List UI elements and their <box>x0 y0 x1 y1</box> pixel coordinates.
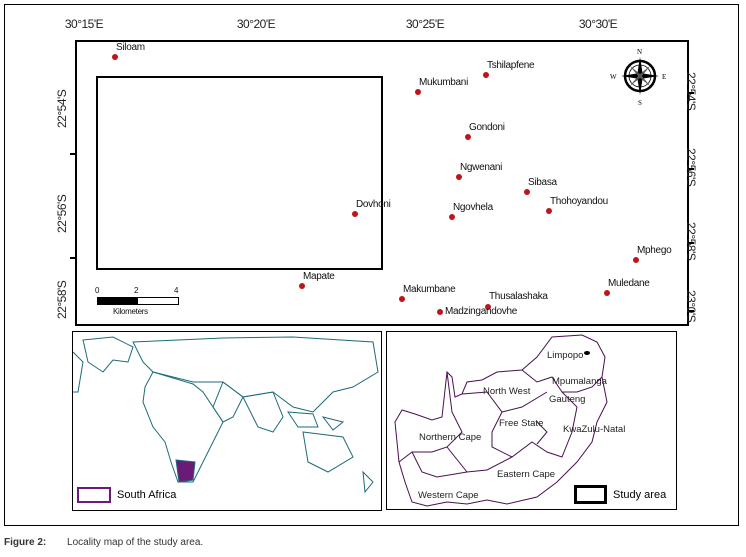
south-africa-inset: Limpopo Mpumalanga North West Gauteng Fr… <box>386 331 677 510</box>
lon-label: 30°25'E <box>405 17 445 31</box>
province-label: Gauteng <box>549 394 586 405</box>
tick <box>689 310 694 312</box>
compass-w: W <box>610 73 617 81</box>
world-map-inset: South Africa <box>72 331 382 511</box>
province-label: Northern Cape <box>419 432 482 443</box>
scale-tick: 2 <box>134 286 139 295</box>
tick <box>689 168 694 170</box>
legend-swatch-study-area <box>574 485 607 504</box>
place-marker <box>399 296 405 302</box>
main-map <box>75 40 689 326</box>
compass-rose-icon: N S E W <box>610 48 666 107</box>
province-label: Limpopo <box>547 350 584 361</box>
province-label: Free State <box>499 418 544 429</box>
place-label: Ngovhela <box>453 202 493 213</box>
province-label: Eastern Cape <box>497 469 556 480</box>
province-label: Mpumalanga <box>552 376 607 387</box>
place-marker <box>299 283 305 289</box>
world-map-shapes <box>73 336 379 494</box>
tick <box>70 153 75 155</box>
lon-label: 30°15'E <box>64 17 104 31</box>
place-marker <box>483 72 489 78</box>
place-marker <box>524 189 530 195</box>
place-label: Ngwenani <box>460 162 503 173</box>
scale-bar-black <box>97 297 139 305</box>
province-label: Western Cape <box>418 490 479 501</box>
south-africa-outline <box>394 334 608 507</box>
scale-tick: 0 <box>95 286 100 295</box>
place-marker <box>112 54 118 60</box>
place-label: Thohoyandou <box>550 196 608 207</box>
figure-caption: Figure 2: Locality map of the study area… <box>4 537 203 548</box>
place-marker <box>546 208 552 214</box>
scale-bar-white <box>137 297 179 305</box>
tick <box>689 242 694 244</box>
province-label: North West <box>483 386 531 397</box>
place-marker <box>456 174 462 180</box>
place-marker <box>352 211 358 217</box>
legend-study-area: Study area <box>613 489 667 501</box>
place-label: Siloam <box>116 42 145 53</box>
study-area-rectangle <box>96 76 383 270</box>
lat-label-right: 23°0'S <box>684 290 698 323</box>
place-marker <box>633 257 639 263</box>
place-marker <box>415 89 421 95</box>
scale-tick: 4 <box>174 286 179 295</box>
place-label: Tshilapfene <box>487 60 535 71</box>
scale-unit: Kilometers <box>113 307 148 316</box>
lat-label-left: 22°54'S <box>55 89 69 128</box>
place-label: Muledane <box>608 278 650 289</box>
lat-label-left: 22°58'S <box>55 280 69 319</box>
lat-label-left: 22°56'S <box>55 194 69 233</box>
province-label: KwaZulu-Natal <box>563 424 626 435</box>
place-label: Mphego <box>637 245 672 256</box>
place-marker <box>449 214 455 220</box>
place-label: Sibasa <box>528 177 557 188</box>
tick <box>70 257 75 259</box>
place-label: Thusalashaka <box>489 291 548 302</box>
place-label: Madzingandovhe <box>445 306 517 317</box>
tick <box>689 92 694 94</box>
place-label: Mukumbani <box>419 77 468 88</box>
legend-swatch-south-africa <box>77 487 111 503</box>
place-marker <box>485 304 491 310</box>
legend-south-africa: South Africa <box>117 489 177 501</box>
compass-s: S <box>638 99 642 107</box>
place-label: Gondoni <box>469 122 505 133</box>
lon-label: 30°30'E <box>578 17 618 31</box>
place-label: Mapate <box>303 271 335 282</box>
caption-label: Figure 2: <box>4 537 47 548</box>
lon-label: 30°20'E <box>236 17 276 31</box>
place-marker <box>465 134 471 140</box>
compass-n: N <box>637 48 642 56</box>
figure-frame <box>4 4 739 526</box>
place-marker <box>437 309 443 315</box>
compass-e: E <box>662 73 666 81</box>
place-marker <box>604 290 610 296</box>
caption-text: Locality map of the study area. <box>67 537 204 548</box>
place-label: Dovhoni <box>356 199 391 210</box>
place-label: Makumbane <box>403 284 456 295</box>
study-area-marker <box>584 351 590 355</box>
